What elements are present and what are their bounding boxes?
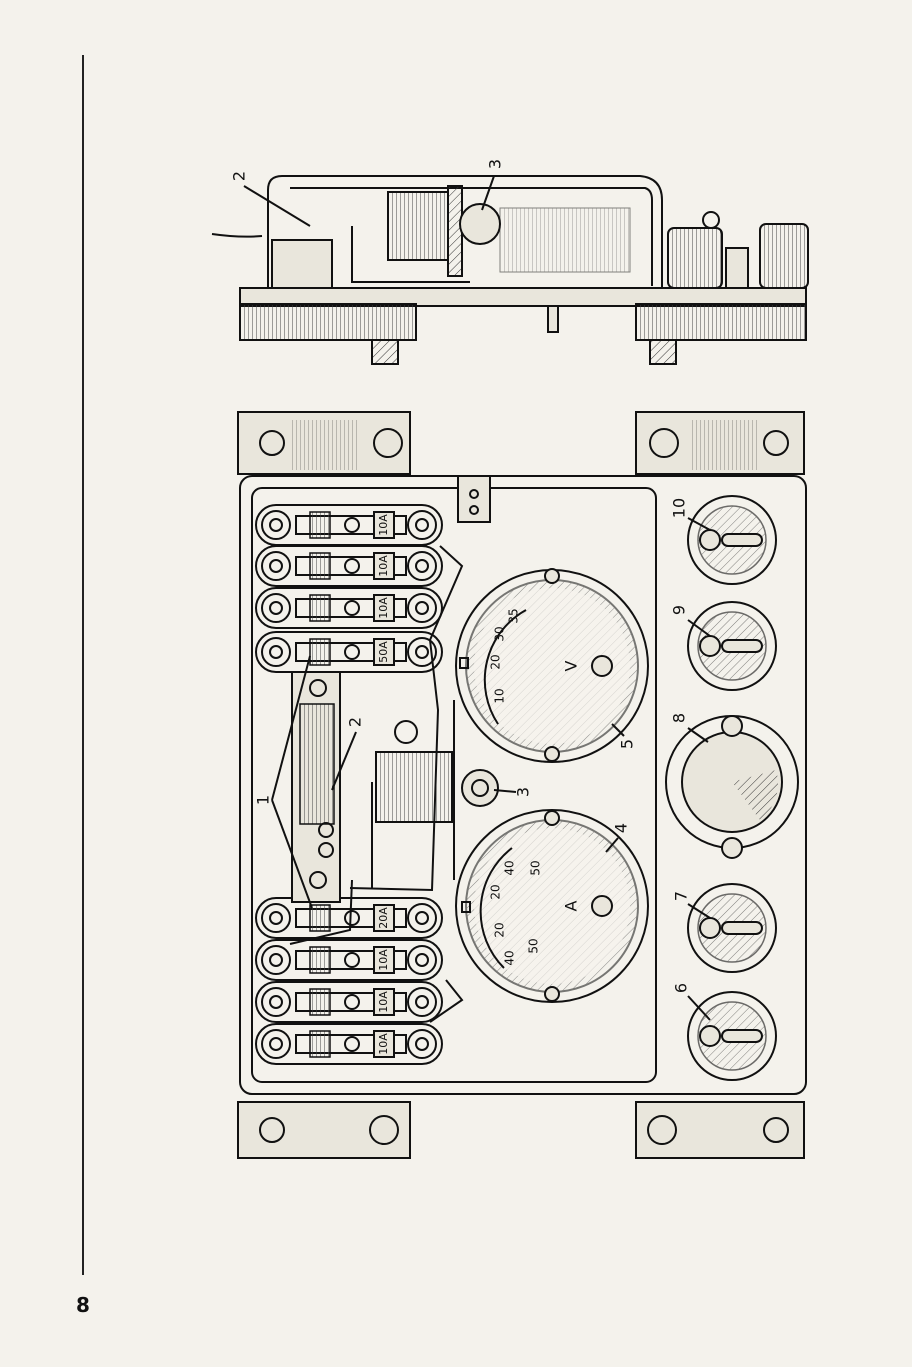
side-terminal-block-1 bbox=[667, 227, 723, 289]
meter-section bbox=[251, 487, 657, 1083]
voltmeter-scale-label: 10 bbox=[493, 688, 507, 703]
voltmeter-scale-label: 30 bbox=[493, 626, 507, 641]
ammeter-scale-label: 20 bbox=[489, 884, 503, 899]
main-panel bbox=[239, 475, 807, 1095]
page-number: 8 bbox=[76, 1293, 90, 1317]
fuse-holder: 10A bbox=[255, 981, 443, 1023]
fuse-group-upper: 10A 10A 10A 50A bbox=[255, 504, 443, 673]
ammeter-scale-label: 50 bbox=[529, 860, 543, 875]
side-bolt-right bbox=[649, 339, 677, 365]
fuse-group-lower: 20A 10A 10A 10A bbox=[255, 897, 443, 1065]
fuse-rating-label: 10A bbox=[377, 1033, 390, 1055]
side-cover bbox=[267, 175, 663, 288]
fuse-holder: 10A bbox=[255, 504, 443, 546]
side-view bbox=[211, 175, 809, 365]
callout-number: 2 bbox=[230, 171, 249, 181]
fuse-holder: 50A bbox=[255, 631, 443, 673]
ammeter-scale-arc bbox=[479, 847, 513, 969]
fuse-holder: 10A bbox=[255, 939, 443, 981]
callout-number: 3 bbox=[514, 787, 533, 797]
regulator bbox=[375, 751, 453, 823]
fuse-rating-label: 20A bbox=[377, 907, 390, 929]
side-terminal-block-2 bbox=[759, 223, 809, 289]
callout-number: 10 bbox=[670, 498, 689, 518]
side-mounting-block-left bbox=[239, 303, 417, 341]
fuse-rating-label: 10A bbox=[377, 597, 390, 619]
fuse-holder: 20A bbox=[255, 897, 443, 939]
side-lamp bbox=[459, 203, 501, 245]
fuse-rating-label: 10A bbox=[377, 949, 390, 971]
callout-number: 2 bbox=[346, 717, 365, 727]
voltmeter-scale-label: 20 bbox=[489, 654, 503, 669]
side-relay bbox=[387, 191, 449, 261]
toggle-switch bbox=[687, 991, 777, 1081]
callout-number: 7 bbox=[672, 891, 691, 901]
fuse-rating-label: 10A bbox=[377, 555, 390, 577]
fuse-rating-label: 10A bbox=[377, 514, 390, 536]
voltmeter-letter: V bbox=[562, 660, 581, 671]
toggle-switch bbox=[687, 601, 777, 691]
ammeter-letter: A bbox=[562, 900, 581, 911]
callout-number: 3 bbox=[486, 159, 505, 169]
callout-number: 9 bbox=[670, 605, 689, 615]
voltmeter bbox=[455, 568, 649, 763]
warning-lamp bbox=[665, 715, 799, 859]
callout-number: 6 bbox=[672, 983, 691, 993]
fuse-holder: 10A bbox=[255, 587, 443, 629]
side-mounting-block-right bbox=[635, 303, 807, 341]
ammeter-scale-label: 40 bbox=[503, 860, 517, 875]
ammeter-scale-label: 20 bbox=[493, 922, 507, 937]
callout-number: 1 bbox=[254, 795, 273, 805]
toggle-switch bbox=[687, 883, 777, 973]
fuse-holder: 10A bbox=[255, 1023, 443, 1065]
side-bolt-left bbox=[371, 339, 399, 365]
margin-rule bbox=[82, 55, 84, 1275]
ammeter-scale-label: 50 bbox=[527, 938, 541, 953]
ammeter bbox=[455, 809, 649, 1003]
voltmeter-scale-arc bbox=[483, 609, 527, 725]
switch-column bbox=[687, 495, 777, 1081]
toggle-switch bbox=[687, 495, 777, 585]
fuse-holder: 10A bbox=[255, 545, 443, 587]
callout-number: 8 bbox=[670, 713, 689, 723]
callout-number: 4 bbox=[612, 823, 631, 833]
voltmeter-scale-label: 35 bbox=[507, 608, 521, 623]
ammeter-scale-label: 40 bbox=[503, 950, 517, 965]
fuse-rating-label: 50A bbox=[377, 641, 390, 663]
fuse-rating-label: 10A bbox=[377, 991, 390, 1013]
callout-number: 5 bbox=[618, 739, 637, 749]
side-base-plate bbox=[239, 287, 807, 307]
